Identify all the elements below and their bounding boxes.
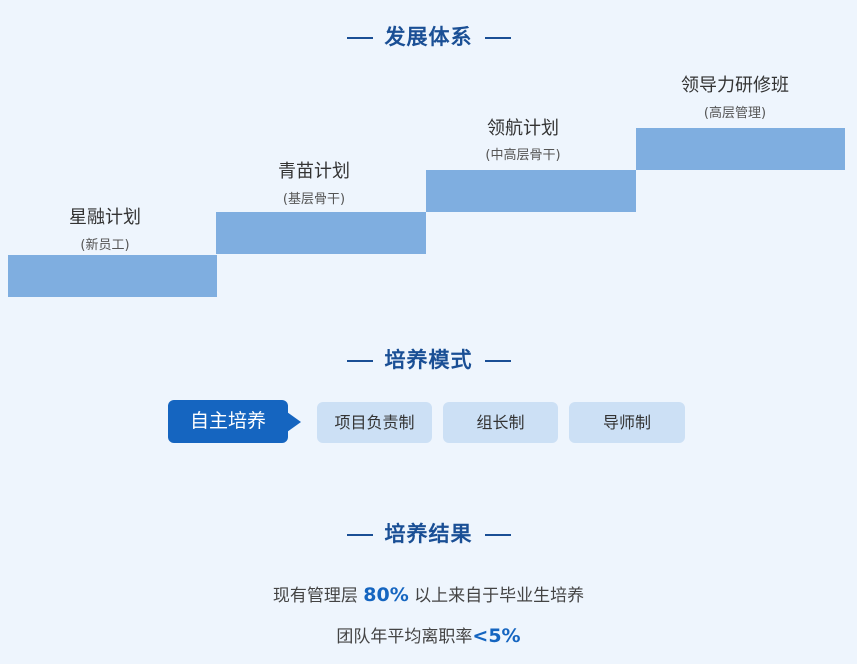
title-dash-left	[346, 37, 373, 39]
step-bar-1	[8, 255, 217, 297]
step-bar-2	[216, 212, 426, 254]
mode-section-title: 培养模式	[0, 344, 857, 374]
development-title-text: 发展体系	[384, 25, 473, 49]
result-line-turnover: 团队年平均离职率<5%	[0, 622, 857, 647]
result-line2-highlight: <5%	[472, 625, 521, 647]
result-title-text: 培养结果	[384, 522, 473, 546]
mode-active-button[interactable]: 自主培养	[168, 400, 288, 443]
mode-item-project-lead[interactable]: 项目负责制	[317, 402, 432, 443]
step-title-1: 星融计划	[69, 207, 141, 228]
step-title-2: 青苗计划	[278, 161, 350, 182]
title-dash-left	[346, 360, 373, 362]
title-dash-left	[346, 534, 373, 536]
result-line1-prefix: 现有管理层	[272, 586, 358, 606]
title-dash-right	[484, 360, 511, 362]
mode-item-team-lead[interactable]: 组长制	[443, 402, 558, 443]
development-section-title: 发展体系	[0, 21, 857, 51]
step-subtitle-2: (基层骨干)	[282, 192, 346, 207]
title-dash-right	[484, 534, 511, 536]
result-line2-prefix: 团队年平均离职率	[336, 627, 473, 647]
result-line1-suffix: 以上来自于毕业生培养	[414, 586, 585, 606]
title-dash-right	[484, 37, 511, 39]
result-line-management: 现有管理层 80% 以上来自于毕业生培养	[0, 581, 857, 606]
step-subtitle-3: (中高层骨干)	[485, 148, 561, 163]
mode-title-text: 培养模式	[384, 348, 473, 372]
mode-item-mentor[interactable]: 导师制	[569, 402, 685, 443]
step-bar-4	[636, 128, 845, 170]
step-subtitle-4: (高层管理)	[703, 106, 767, 121]
step-subtitle-1: (新员工)	[80, 238, 130, 253]
mode-active-arrow-icon	[287, 412, 301, 432]
step-bar-3	[426, 170, 636, 212]
step-title-3: 领航计划	[487, 118, 559, 139]
step-title-4: 领导力研修班	[681, 75, 789, 96]
result-section-title: 培养结果	[0, 518, 857, 548]
result-line1-highlight: 80%	[363, 584, 409, 606]
